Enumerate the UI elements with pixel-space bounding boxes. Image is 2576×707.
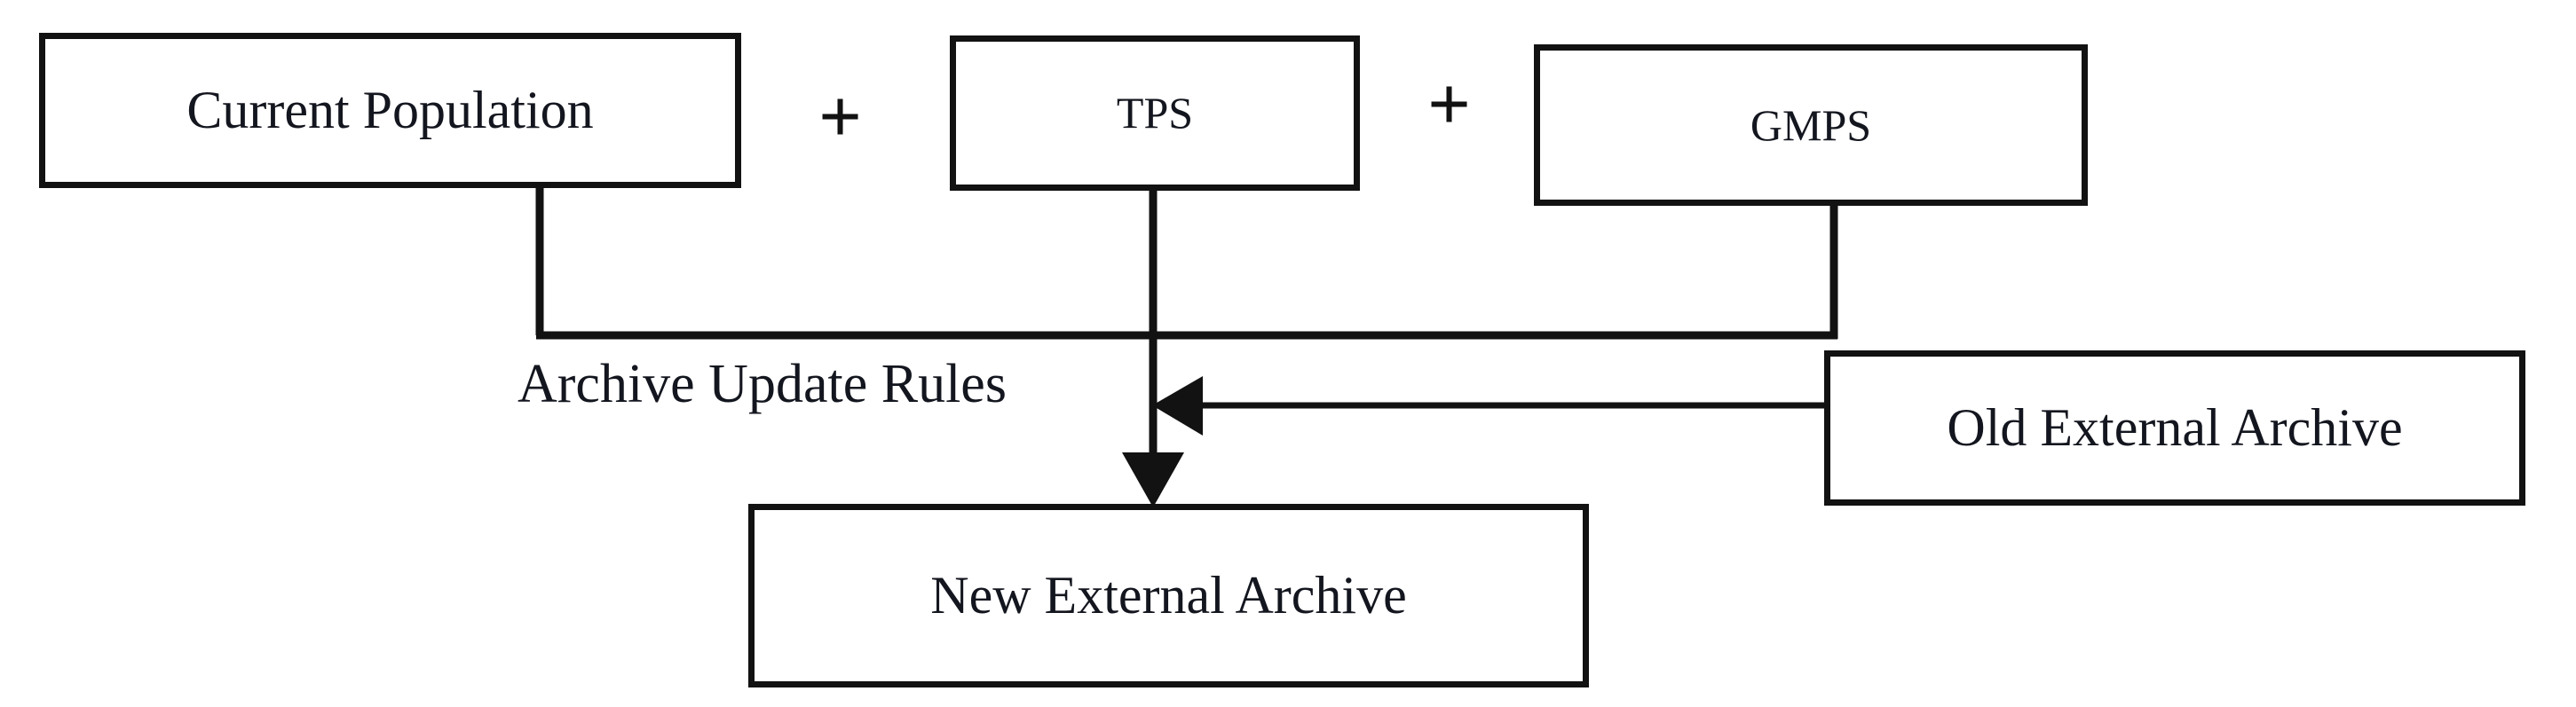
edge-old-archive-to-rules xyxy=(1152,376,1824,436)
node-tps[interactable]: TPS xyxy=(950,35,1360,191)
node-current-population-label: Current Population xyxy=(186,81,594,139)
node-old-external-archive[interactable]: Old External Archive xyxy=(1824,350,2525,506)
node-new-external-archive-label: New External Archive xyxy=(930,566,1407,625)
label-archive-update-rules: Archive Update Rules xyxy=(518,354,1007,414)
node-old-external-archive-label: Old External Archive xyxy=(1947,398,2403,457)
node-gmps-label: GMPS xyxy=(1750,99,1872,150)
arrowhead-left-icon xyxy=(1152,376,1203,436)
edge-current-population-to-bus xyxy=(535,188,1837,340)
plus-operator-two: + xyxy=(1427,61,1472,146)
node-tps-label: TPS xyxy=(1116,88,1194,138)
arrowhead-down-icon xyxy=(1122,452,1184,507)
edge-tps-to-new-archive xyxy=(1122,191,1184,507)
plus-operator-one: + xyxy=(818,74,863,159)
node-gmps[interactable]: GMPS xyxy=(1534,44,2088,206)
node-new-external-archive[interactable]: New External Archive xyxy=(748,504,1589,687)
node-current-population[interactable]: Current Population xyxy=(39,33,741,188)
